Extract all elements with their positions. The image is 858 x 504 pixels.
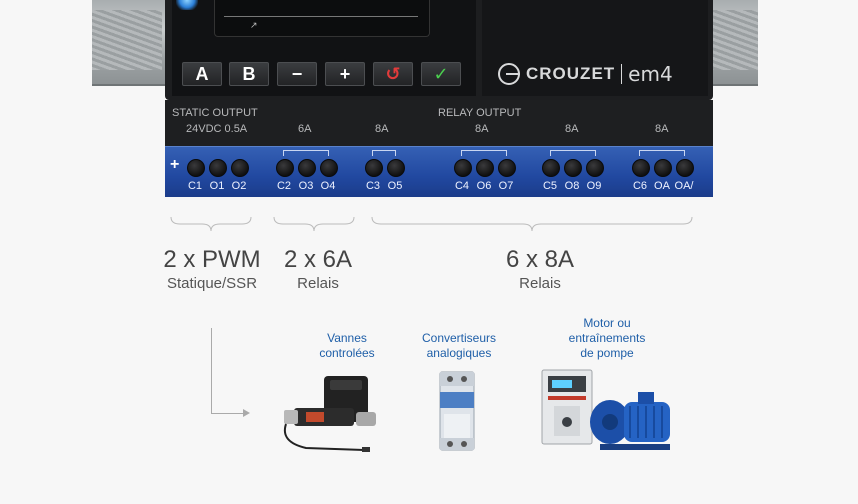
product-label-line: Convertiseurs: [421, 331, 497, 345]
product-label-line: Motor ou: [583, 316, 631, 330]
terminal-screw-c5[interactable]: [542, 159, 560, 177]
analog-converter-image: [439, 371, 475, 451]
relay-bridge-c3: [372, 150, 396, 156]
terminal-label: O7: [498, 180, 514, 192]
terminal-label: O9: [586, 180, 602, 192]
brace-6a: [273, 216, 355, 232]
relay-output-label: RELAY OUTPUT: [438, 107, 522, 119]
terminal-screw-o3[interactable]: [298, 159, 316, 177]
terminal-label: C3: [365, 180, 381, 192]
terminal-plus-sign: +: [170, 156, 180, 173]
terminal-label: O8: [564, 180, 580, 192]
relay-rating-5: 8A: [655, 123, 669, 135]
relay-bridge-c4: [461, 150, 507, 156]
terminal-label: C4: [454, 180, 470, 192]
terminal-label: O2: [231, 180, 247, 192]
terminal-label: O1: [209, 180, 225, 192]
product-label-motor: Motor ou entraînements de pompe: [550, 316, 664, 361]
motor-pump-image: [541, 369, 670, 450]
terminal-screw-o2[interactable]: [231, 159, 249, 177]
static-output-rating: 24VDC 0.5A: [186, 123, 248, 135]
product-label-line: analogiques: [426, 346, 492, 360]
terminal-label: O5: [387, 180, 403, 192]
logo-separator: [621, 64, 623, 84]
terminal-screw-c1[interactable]: [187, 159, 205, 177]
terminal-screw-o1[interactable]: [209, 159, 227, 177]
solenoid-valve-image: [284, 376, 376, 452]
terminal-label: C6: [632, 180, 648, 192]
terminal-screw-o6[interactable]: [476, 159, 494, 177]
product-label-line: de pompe: [580, 346, 634, 360]
product-label-valves: Vannes controlées: [300, 331, 394, 361]
group-6a-type: Relais: [297, 275, 339, 292]
brand-name: CROUZET: [526, 64, 616, 83]
product-label-line: controlées: [319, 346, 375, 360]
crouzet-logo: CROUZET em4: [498, 61, 693, 87]
relay-rating-3: 8A: [475, 123, 489, 135]
terminal-label: OA/: [674, 180, 694, 192]
terminal-screw-o7[interactable]: [498, 159, 516, 177]
terminal-screw-o8[interactable]: [564, 159, 582, 177]
brace-pwm: [170, 216, 252, 232]
terminal-screw-oa[interactable]: [654, 159, 672, 177]
terminal-screw-o4[interactable]: [320, 159, 338, 177]
relay-rating-2: 8A: [375, 123, 389, 135]
terminal-label: C1: [187, 180, 203, 192]
terminal-label: O4: [320, 180, 336, 192]
group-8a-type: Relais: [519, 275, 561, 292]
lcd-cursor-icon: ↗: [250, 20, 258, 30]
group-8a-count: 6 x 8A: [505, 246, 575, 273]
terminal-label: O6: [476, 180, 492, 192]
terminal-label: C2: [276, 180, 292, 192]
terminal-block: [165, 146, 713, 197]
relay-rating-1: 6A: [298, 123, 312, 135]
lcd-divider: [224, 16, 418, 17]
terminal-screw-o9[interactable]: [586, 159, 604, 177]
terminal-screw-oa-bar[interactable]: [676, 159, 694, 177]
connector-line-vertical: [211, 328, 212, 414]
product-label-line: entraînements: [568, 331, 646, 345]
terminal-label: O3: [298, 180, 314, 192]
connector-line-horizontal: [211, 413, 247, 414]
relay-bridge-c2: [283, 150, 329, 156]
product-label-converters: Convertiseurs analogiques: [410, 331, 508, 361]
terminal-screw-c4[interactable]: [454, 159, 472, 177]
terminal-screw-c3[interactable]: [365, 159, 383, 177]
status-led: [176, 0, 198, 10]
terminal-label: OA: [654, 180, 670, 192]
relay-rating-4: 8A: [565, 123, 579, 135]
terminal-label: C5: [542, 180, 558, 192]
output-label-strip: [165, 100, 713, 146]
group-pwm-type: Statique/SSR: [166, 275, 258, 292]
key-plus-button[interactable]: +: [325, 62, 365, 86]
terminal-screw-c2[interactable]: [276, 159, 294, 177]
terminal-screw-o5[interactable]: [387, 159, 405, 177]
key-ok-button[interactable]: ✓: [421, 62, 461, 86]
terminal-screw-c6[interactable]: [632, 159, 650, 177]
relay-bridge-c5: [550, 150, 596, 156]
arrow-right-icon: [243, 409, 250, 417]
key-a-button[interactable]: A: [182, 62, 222, 86]
group-pwm-count: 2 x PWM: [163, 246, 261, 273]
product-label-line: Vannes: [327, 331, 367, 345]
relay-bridge-c6: [639, 150, 685, 156]
key-b-button[interactable]: B: [229, 62, 269, 86]
lcd-screen: [214, 0, 430, 37]
key-minus-button[interactable]: −: [277, 62, 317, 86]
brace-8a: [371, 216, 693, 232]
crouzet-logo-icon: [498, 63, 520, 85]
controller-extension-panel: [482, 0, 708, 96]
model-name: em4: [628, 62, 673, 86]
key-reset-button[interactable]: ↺: [373, 62, 413, 86]
static-output-label: STATIC OUTPUT: [172, 107, 258, 119]
group-6a-count: 2 x 6A: [283, 246, 353, 273]
